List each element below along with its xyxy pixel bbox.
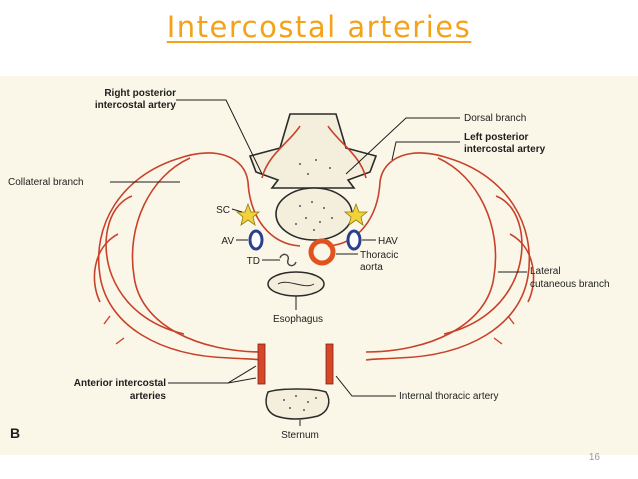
label-sc: SC: [216, 205, 230, 216]
label-thoracic-aorta-line1: Thoracic: [360, 250, 398, 261]
branch-ticks: [103, 315, 515, 345]
label-right-posterior-line2: intercostal artery: [95, 100, 177, 111]
label-lateral-cutaneous-line1: Lateral: [530, 266, 561, 277]
label-lateral-cutaneous-line2: cutaneous branch: [530, 279, 610, 290]
label-av: AV: [221, 236, 234, 247]
leader-lines: [110, 99, 527, 426]
label-anterior-intercostal-line1: Anterior intercostal: [74, 378, 166, 389]
label-anterior-intercostal-line2: arteries: [130, 391, 167, 402]
thoracic-duct: [279, 253, 297, 267]
label-thoracic-aorta-line2: aorta: [360, 262, 383, 273]
label-left-posterior-line1: Left posterior: [464, 132, 529, 143]
label-internal-thoracic: Internal thoracic artery: [399, 391, 499, 402]
azygos-vein: [248, 229, 264, 251]
label-dorsal-branch: Dorsal branch: [464, 113, 526, 124]
label-sternum: Sternum: [281, 430, 319, 441]
hemiazygos-vein: [346, 229, 362, 251]
label-collateral-branch: Collateral branch: [8, 177, 84, 188]
internal-thoracic-artery-right: [257, 343, 266, 385]
sympathetic-chain-right: [235, 202, 261, 226]
internal-thoracic-artery-left: [325, 343, 334, 385]
label-right-posterior-line1: Right posterior: [104, 88, 176, 99]
label-left-posterior-line2: intercostal artery: [464, 144, 546, 155]
esophagus: [267, 271, 325, 297]
vertebra: [248, 113, 378, 241]
sympathetic-chain-left: [343, 202, 369, 226]
diagram-svg: Right posterior intercostal artery Dorsa…: [8, 88, 610, 441]
label-td: TD: [247, 256, 260, 267]
slide-title: Intercostal arteries: [166, 10, 472, 44]
intercostal-arteries: [93, 125, 535, 361]
intercostal-artery-diagram: Right posterior intercostal artery Dorsa…: [0, 76, 638, 455]
label-hav: HAV: [378, 236, 398, 247]
page-number: 16: [588, 452, 600, 463]
panel-letter: B: [10, 425, 20, 441]
label-esophagus: Esophagus: [273, 314, 323, 325]
sternum: [265, 388, 330, 420]
thoracic-aorta: [308, 238, 336, 266]
